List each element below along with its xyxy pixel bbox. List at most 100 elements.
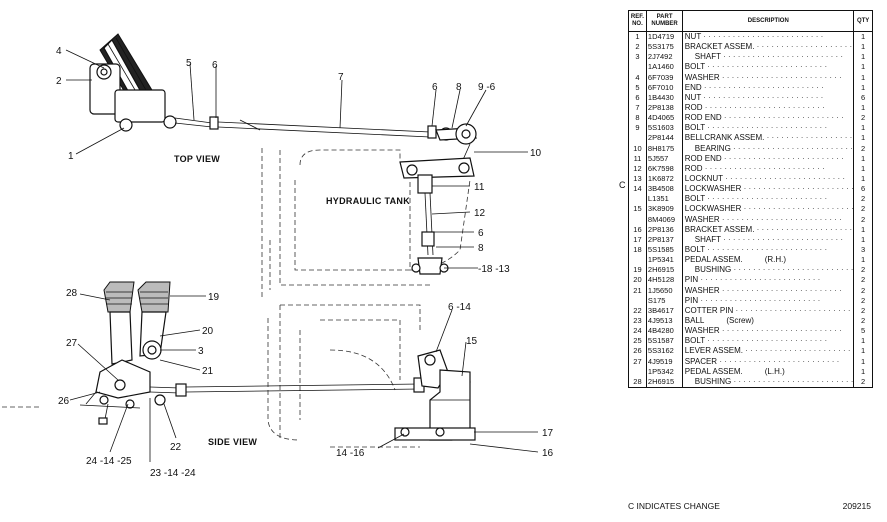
row-ref (629, 214, 647, 225)
callout-27: 27 (66, 338, 78, 349)
row-description-text: WASHER (684, 326, 720, 336)
leader-dots: · · · · · · · · · · · · · · · · · · · · … (766, 133, 853, 143)
row-ref: 3 (629, 52, 647, 63)
row-part-number: 6F7039 (647, 72, 683, 83)
top-view-pedals (89, 33, 177, 132)
row-part-number: 3K8909 (647, 204, 683, 215)
row-description-text: NUT (684, 92, 702, 102)
row-part-number: 3B4508 (647, 184, 683, 195)
row-part-number: 8H8175 (647, 143, 683, 154)
row-qty: 2 (860, 285, 866, 295)
row-ref (629, 194, 647, 205)
row-description: ROD · · · · · · · · · · · · · · · · · · … (683, 163, 855, 174)
leader-dots: · · · · · · · · · · · · · · · · · · · · … (731, 265, 854, 275)
row-ref: 7 (629, 102, 647, 114)
side-view-linkage (149, 349, 476, 441)
callout-22: 22 (170, 442, 182, 453)
footer: C INDICATES CHANGE 209215 (628, 501, 871, 511)
leader-dots: · · · · · · · · · · · · · · · · · · · · … (702, 102, 825, 112)
row-ref: 4 (629, 72, 647, 83)
row-ref (629, 295, 647, 306)
row-ref: 1 (629, 32, 647, 43)
row-description: BUSHING · · · · · · · · · · · · · · · · … (683, 376, 855, 387)
callout-4: 4 (56, 46, 62, 57)
row-description-text: PIN (684, 295, 699, 305)
callout-18-13: -18 -13 (478, 264, 510, 275)
row-description: PIN · · · · · · · · · · · · · · · · · · … (683, 295, 855, 306)
row-qty: 1 (860, 224, 866, 234)
row-description: BOLT · · · · · · · · · · · · · · · · · ·… (683, 62, 855, 73)
row-qty: 1 (860, 234, 866, 244)
row-part-number: 2H6915 (647, 376, 683, 387)
callout-20: 20 (202, 326, 214, 337)
row-part-number: 1J5650 (647, 285, 683, 296)
callout-6-top: 6 (212, 60, 218, 71)
header-part: PART NUMBER (647, 11, 684, 31)
callout-26: 26 (58, 396, 70, 407)
row-description: SPACER · · · · · · · · · · · · · · · · ·… (683, 356, 855, 367)
leader-dots: · · · · · · · · · · · · · · · · · · · · … (719, 214, 842, 224)
row-description-text: END (684, 82, 702, 92)
row-qty: 1 (860, 356, 866, 366)
callout-11: 11 (474, 182, 485, 193)
leader-dots: · · · · · · · · · · · · · · · · · · · · … (733, 305, 855, 315)
row-part-number: 3B4617 (647, 305, 683, 316)
row-qty: 1 (860, 163, 866, 173)
row-description: BALL(Screw) (683, 315, 855, 327)
row-note: (Screw) (726, 315, 754, 325)
row-description: WASHER · · · · · · · · · · · · · · · · ·… (683, 285, 855, 296)
callouts: 4 2 1 5 6 7 6 8 9 -6 10 11 12 6 8 -18 -1… (56, 46, 554, 479)
row-description-text: BELLCRANK ASSEM. (684, 133, 765, 143)
callout-10: 10 (530, 148, 542, 159)
row-description-text: ROD (684, 102, 703, 112)
leader-dots: · · · · · · · · · · · · · · · · · · · · … (719, 326, 842, 336)
row-qty: 6 (860, 184, 866, 194)
leader-dots: · · · · · · · · · · · · · · · · · · · · … (702, 163, 825, 173)
row-description: ROD · · · · · · · · · · · · · · · · · · … (683, 102, 855, 114)
row-qty: 2 (860, 143, 866, 153)
callout-15: 15 (466, 336, 478, 347)
row-description-text: SHAFT (694, 52, 721, 62)
callout-16: 16 (542, 448, 554, 459)
row-ref: 28 (629, 376, 647, 387)
leader-dots: · · · · · · · · · · · · · · · · · · · · … (722, 173, 846, 183)
row-description: SHAFT · · · · · · · · · · · · · · · · · … (683, 234, 855, 245)
row-ref: 10 (629, 143, 647, 154)
row-ref: 16 (629, 224, 647, 235)
callout-21: 21 (202, 366, 214, 377)
row-description: BRACKET ASSEM. · · · · · · · · · · · · ·… (683, 42, 855, 53)
row-qty: 1 (860, 133, 866, 143)
row-qty: 1 (860, 366, 866, 376)
row-description-text: BRACKET ASSEM. (684, 42, 755, 52)
row-part-number: 2P8138 (647, 102, 683, 114)
row-description: ROD END · · · · · · · · · · · · · · · · … (683, 113, 855, 124)
leader-dots: · · · · · · · · · · · · · · · · · · · · … (701, 92, 824, 102)
row-description-text: SHAFT (694, 234, 721, 244)
row-ref: 19 (629, 265, 647, 276)
row-description: BUSHING · · · · · · · · · · · · · · · · … (683, 265, 855, 276)
change-marker: C (619, 180, 626, 190)
header-qty: QTY (856, 17, 870, 24)
row-ref: 5 (629, 82, 647, 93)
row-description: BOLT · · · · · · · · · · · · · · · · · ·… (683, 194, 855, 205)
row-qty: 2 (860, 214, 866, 224)
parts-diagram: TOP VIEW HYDRAULIC TANK SIDE VIEW 4 2 1 … (2, 33, 554, 479)
row-ref: 11 (629, 153, 647, 164)
row-description-text: BEARING (694, 143, 731, 153)
row-qty: 1 (860, 255, 866, 265)
row-qty: 3 (860, 244, 866, 254)
row-description-text: LOCKWASHER (684, 204, 742, 214)
